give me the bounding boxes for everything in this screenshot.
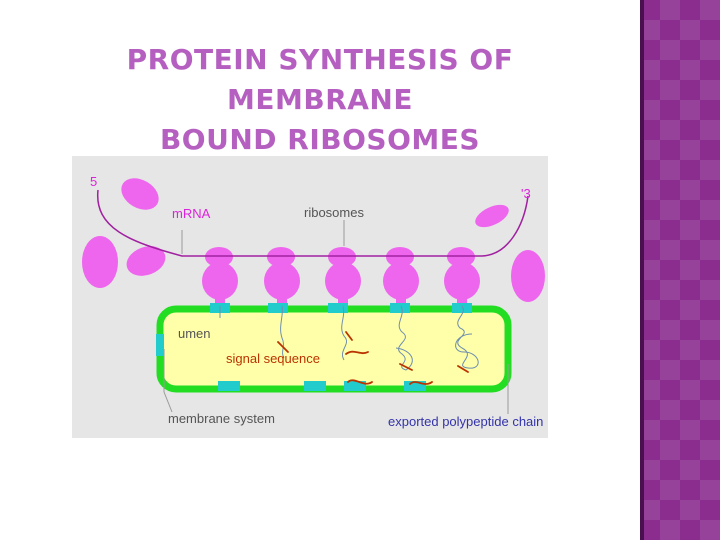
bound-ribosomes xyxy=(202,247,480,306)
free-ribosome xyxy=(126,246,166,276)
decorative-side-panel xyxy=(640,0,720,540)
free-ribosome xyxy=(82,236,118,288)
free-ribosome xyxy=(121,178,159,210)
leader-lines xyxy=(163,220,509,414)
label-lumen: umen xyxy=(178,326,211,341)
label-mrna: mRNA xyxy=(172,206,211,221)
label-five-prime: 5 xyxy=(90,174,97,189)
label-membrane-system: membrane system xyxy=(168,411,275,426)
signal-sequences xyxy=(277,331,469,385)
side-panel-edge xyxy=(640,0,644,540)
slide-title: PROTEIN SYNTHESIS OF MEMBRANE BOUND RIBO… xyxy=(40,40,600,160)
free-ribosome xyxy=(511,250,545,302)
label-ribosomes: ribosomes xyxy=(304,205,364,220)
title-line-1: PROTEIN SYNTHESIS OF MEMBRANE xyxy=(126,43,514,116)
label-signal-sequence: signal sequence xyxy=(226,351,320,366)
label-three-prime: '3 xyxy=(521,186,531,201)
er-membrane xyxy=(156,305,512,393)
ribosome-diagram: 5 '3 mRNA ribosomes umen signal sequence… xyxy=(72,156,548,438)
diagram-svg: 5 '3 mRNA ribosomes umen signal sequence… xyxy=(82,174,545,429)
mrna-strand xyxy=(97,189,529,257)
polypeptide-chains xyxy=(219,305,479,371)
label-exported-chain: exported polypeptide chain xyxy=(388,414,543,429)
title-line-2: BOUND RIBOSOMES xyxy=(159,123,481,156)
free-ribosome xyxy=(475,204,509,228)
